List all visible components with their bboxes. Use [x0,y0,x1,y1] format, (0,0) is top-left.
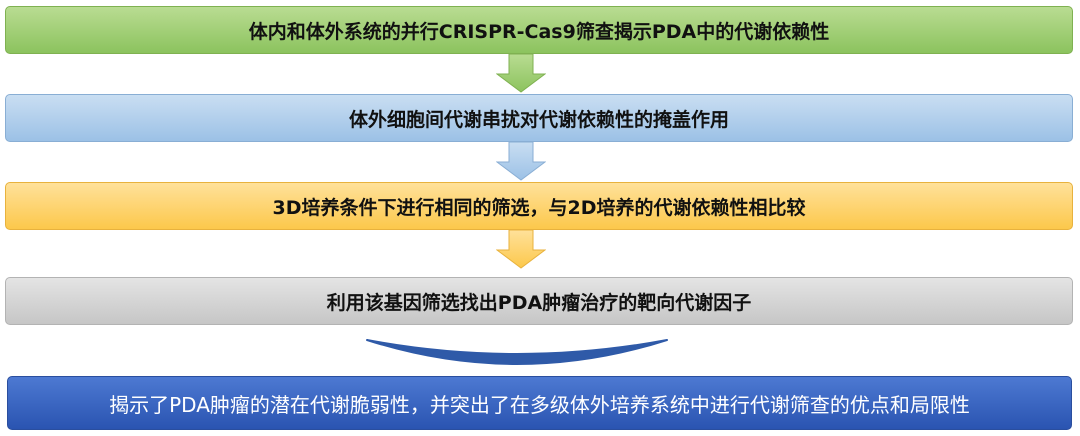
step-4-text: 利用该基因筛选找出PDA肿瘤治疗的靶向代谢因子 [326,291,752,314]
conclusion-text: 揭示了PDA肿瘤的潜在代谢脆弱性，并突出了在多级体外培养系统中进行代谢筛查的优点… [109,392,970,417]
step-box-1: 体内和体外系统的并行CRISPR-Cas9筛查揭示PDA中的代谢依赖性 [5,6,1073,54]
down-arrow-icon [496,54,546,93]
step-box-3: 3D培养条件下进行相同的筛选，与2D培养的代谢依赖性相比较 [5,182,1073,230]
step-3-text: 3D培养条件下进行相同的筛选，与2D培养的代谢依赖性相比较 [272,196,806,219]
step-2-text: 体外细胞间代谢串扰对代谢依赖性的掩盖作用 [348,108,729,131]
down-arrow-icon [496,142,546,181]
step-1-text: 体内和体外系统的并行CRISPR-Cas9筛查揭示PDA中的代谢依赖性 [248,20,830,43]
down-arrow-icon [496,230,546,269]
conclusion-box: 揭示了PDA肿瘤的潜在代谢脆弱性，并突出了在多级体外培养系统中进行代谢筛查的优点… [7,376,1072,430]
curved-bracket-icon [366,339,668,365]
step-box-2: 体外细胞间代谢串扰对代谢依赖性的掩盖作用 [5,94,1073,142]
step-box-4: 利用该基因筛选找出PDA肿瘤治疗的靶向代谢因子 [5,277,1073,325]
